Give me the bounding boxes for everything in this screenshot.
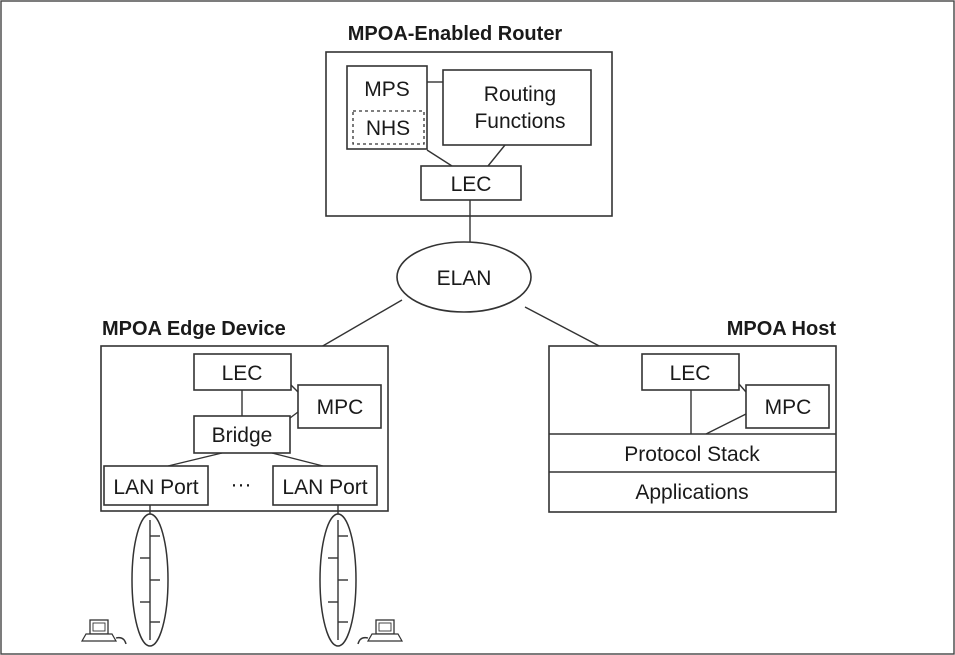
lan-segment-2-icon: [319, 505, 357, 647]
router-group: MPOA-Enabled Router MPS NHS Routing Func…: [325, 23, 613, 217]
routing-functions-box: [442, 69, 592, 146]
bridge-label: Bridge: [212, 424, 273, 447]
lan-port-1-label: LAN Port: [113, 476, 198, 499]
host-mpc-box: [745, 384, 830, 429]
nhs-box: [352, 110, 425, 145]
lan-port-ellipsis: ···: [231, 473, 252, 496]
host-group: MPOA Host LEC MPC Protocol Stack Applica…: [548, 318, 837, 513]
bridge-lan2-link: [271, 452, 324, 467]
computer-icon: [357, 619, 404, 645]
host-mpc-label: MPC: [765, 396, 812, 419]
host-title: MPOA Host: [727, 318, 837, 340]
elan-label: ELAN: [437, 267, 492, 290]
lan-segment-1-icon: [131, 505, 169, 647]
edge-lec-label: LEC: [222, 362, 263, 385]
edge-lec-box: [193, 353, 292, 391]
host-lec-box: [641, 353, 740, 391]
lan-port-2-label: LAN Port: [282, 476, 367, 499]
protocol-stack-label: Protocol Stack: [624, 443, 760, 466]
host-lec-mpc-link: [738, 383, 747, 393]
edge-bridge-mpc-link: [289, 411, 299, 419]
router-lec-box: [420, 165, 522, 201]
edge-device-title: MPOA Edge Device: [102, 318, 286, 340]
bridge-lan1-link: [167, 452, 223, 467]
routing-lec-link: [487, 144, 506, 167]
host-lec-label: LEC: [670, 362, 711, 385]
edge-device-group: MPOA Edge Device LEC MPC Bridge LAN Port…: [100, 318, 389, 512]
applications-label: Applications: [635, 481, 748, 504]
edge-mpc-label: MPC: [317, 396, 364, 419]
bridge-box: [193, 415, 291, 454]
computer-icon: [80, 619, 127, 645]
elan-ellipse: [396, 241, 532, 313]
edge-mpc-box: [297, 384, 382, 429]
host-stack-mpc-link: [705, 413, 747, 435]
router-title: MPOA-Enabled Router: [348, 23, 563, 45]
router-lec-label: LEC: [451, 173, 492, 196]
mps-lec-link: [426, 149, 453, 167]
lan-port-2-box: [272, 465, 378, 506]
routing-label-line2: Functions: [474, 110, 565, 133]
lan-port-1-box: [103, 465, 209, 506]
mps-label: MPS: [364, 78, 410, 101]
routing-label-line1: Routing: [484, 83, 556, 106]
nhs-label: NHS: [366, 117, 410, 140]
